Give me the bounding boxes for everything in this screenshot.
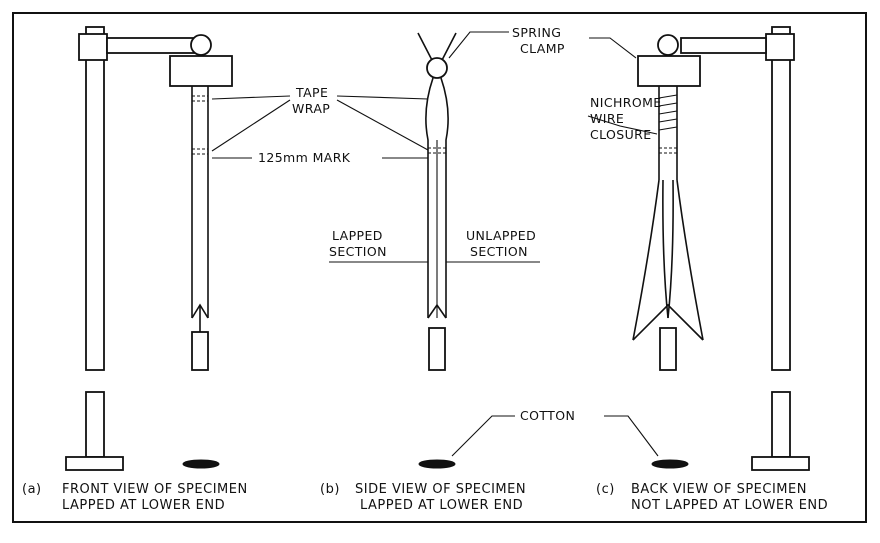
leader-tape-a-upper — [211, 95, 291, 100]
specimen-tip-b — [427, 303, 447, 319]
leader-nichrome — [587, 115, 658, 135]
leader-cotton-c — [604, 415, 659, 457]
spring-clamp-c — [637, 55, 701, 87]
label-lapped-line1: LAPPED — [332, 228, 383, 243]
label-nichrome-line2: WIRE — [590, 111, 624, 126]
caption-b-line1: SIDE VIEW OF SPECIMEN — [355, 482, 526, 497]
label-tape-wrap-line2: WRAP — [292, 101, 330, 116]
leader-spring-clamp-b — [448, 31, 509, 59]
caption-a-tag: (a) — [22, 482, 42, 497]
leader-tape-a-lower — [211, 99, 291, 152]
cotton-c — [651, 459, 689, 469]
support-rod-c — [771, 26, 791, 371]
support-rod-a — [85, 26, 105, 371]
leader-spring-clamp-c — [589, 37, 637, 59]
label-lapped-line2: SECTION — [329, 244, 387, 259]
rod-clamp-c — [765, 33, 795, 61]
spring-clamp-a — [169, 55, 233, 87]
support-base-c — [751, 456, 810, 471]
label-nichrome-line1: NICHROME — [590, 95, 662, 110]
caption-b-tag: (b) — [320, 482, 340, 497]
label-nichrome-line3: CLOSURE — [590, 127, 652, 142]
specimen-edge-right-b — [440, 77, 449, 318]
leg-outer-right-c — [676, 179, 704, 341]
label-cotton: COTTON — [520, 408, 575, 423]
rod-clamp-a — [78, 33, 108, 61]
specimen-edge-left-b — [425, 77, 434, 318]
specimen-stub-b — [428, 327, 446, 371]
leg-inner-right-c — [667, 179, 674, 319]
label-tape-wrap-line1: TAPE — [295, 85, 328, 100]
leg-outer-left-c — [632, 179, 660, 341]
label-unlapped-line2: SECTION — [470, 244, 528, 259]
leader-tape-b-lower — [336, 99, 429, 151]
spring-clamp-b — [426, 57, 448, 79]
support-base-a — [65, 456, 124, 471]
figure-border — [12, 12, 867, 523]
label-unlapped-line1: UNLAPPED — [466, 228, 536, 243]
leg-tips-c — [632, 303, 704, 341]
clamp-knob-c — [657, 34, 679, 56]
cotton-b — [418, 459, 456, 469]
cotton-a — [182, 459, 220, 469]
leader-cotton-b — [451, 415, 515, 457]
clamp-arm-c — [680, 37, 767, 54]
label-spring-clamp-line2: CLAMP — [520, 41, 565, 56]
nichrome-coil-c — [658, 94, 678, 131]
view-c-back: (c) BACK VIEW OF SPECIMEN NOT LAPPED AT … — [596, 26, 828, 513]
support-rod-lower-c — [771, 391, 791, 458]
caption-b-line2: LAPPED AT LOWER END — [360, 498, 523, 513]
caption-a-line1: FRONT VIEW OF SPECIMEN — [62, 482, 248, 497]
view-b-side: (b) SIDE VIEW OF SPECIMEN LAPPED AT LOWE… — [320, 32, 526, 513]
view-a-front: (a) FRONT VIEW OF SPECIMEN LAPPED AT LOW… — [22, 26, 248, 513]
label-125mm-mark: 125mm MARK — [258, 150, 351, 165]
specimen-stub-c — [659, 327, 677, 371]
clamp-arm-a — [106, 37, 200, 54]
caption-c-line1: BACK VIEW OF SPECIMEN — [631, 482, 807, 497]
caption-c-tag: (c) — [596, 482, 615, 497]
leg-inner-left-c — [662, 179, 669, 319]
label-spring-clamp-line1: SPRING — [512, 25, 561, 40]
specimen-stub-a — [191, 331, 209, 371]
leader-tape-b-upper — [336, 95, 429, 100]
caption-a-line2: LAPPED AT LOWER END — [62, 498, 225, 513]
clamp-knob-a — [190, 34, 212, 56]
caption-c-line2: NOT LAPPED AT LOWER END — [631, 498, 828, 513]
support-rod-lower-a — [85, 391, 105, 458]
